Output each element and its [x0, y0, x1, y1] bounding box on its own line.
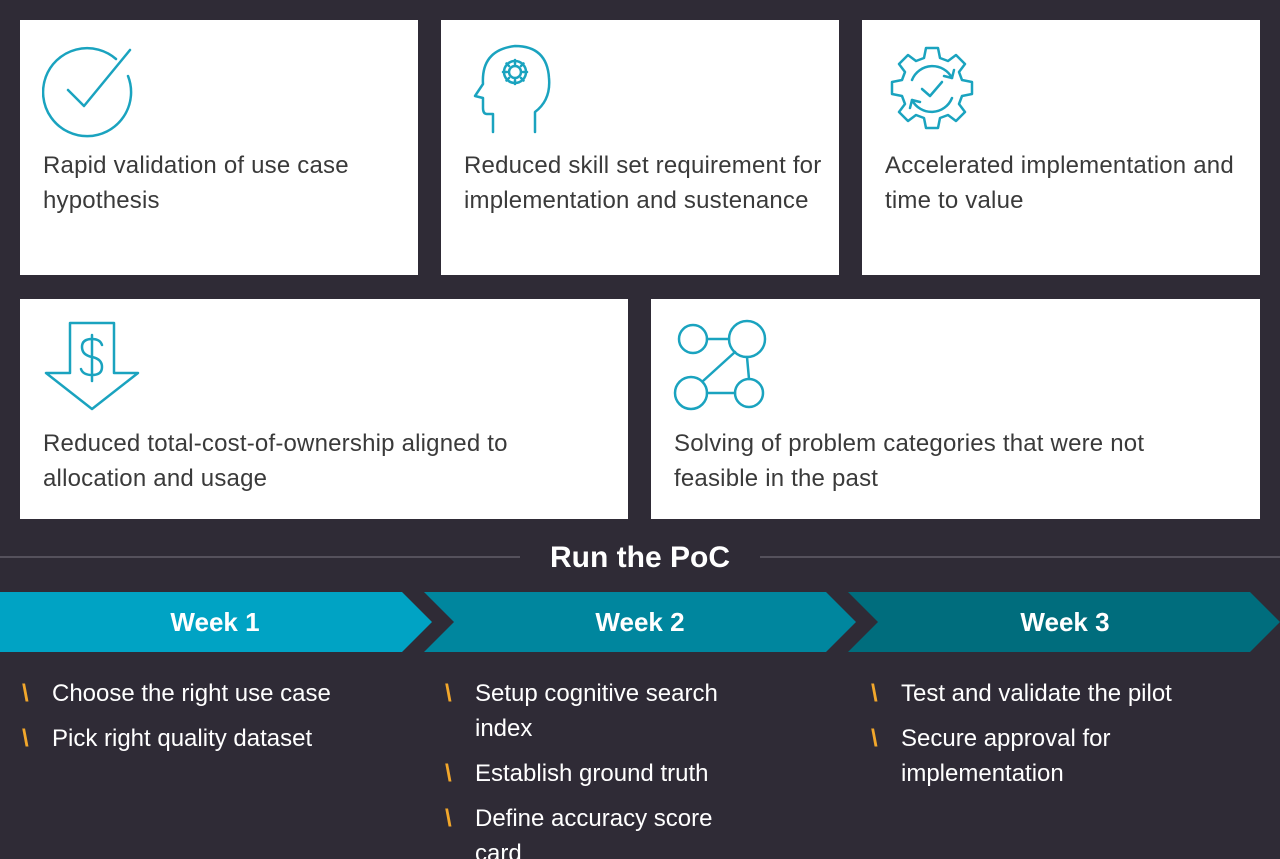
section-title: Run the PoC [550, 541, 730, 574]
bullet-icon: \ [22, 680, 29, 707]
list-item: \ Establish ground truth [445, 756, 765, 791]
benefit-text: Reduced skill set requirement for implem… [464, 152, 822, 214]
benefit-card-rapid-validation: Rapid validation of use case hypothesis [20, 20, 418, 275]
week-3-tasks: \ Test and validate the pilot \ Secure app… [871, 676, 1211, 801]
benefit-text: Solving of problem categories that were … [674, 430, 1145, 492]
bullet-icon: \ [445, 680, 452, 707]
divider-left [0, 556, 520, 558]
week-1-label: Week 1 [170, 607, 260, 637]
head-gear-icon [463, 42, 559, 138]
week-chevrons [0, 592, 1280, 652]
week-2-tasks: \ Setup cognitive search index \ Establish… [445, 676, 765, 859]
list-item: \ Choose the right use case [22, 676, 412, 711]
divider-right [760, 556, 1280, 558]
week-3-chevron [848, 592, 1280, 652]
week-3-label: Week 3 [1020, 607, 1110, 637]
bullet-icon: \ [871, 680, 878, 707]
bullet-icon: \ [22, 725, 29, 752]
benefit-card-accelerated-implementation: Accelerated implementation and time to v… [862, 20, 1260, 275]
task-text: Test and validate the pilot [901, 680, 1172, 707]
bullet-icon: \ [871, 725, 878, 752]
benefit-text: Accelerated implementation and time to v… [885, 152, 1234, 214]
benefit-text: Rapid validation of use case hypothesis [43, 152, 349, 214]
benefit-card-reduced-skill-set: Reduced skill set requirement for implem… [441, 20, 839, 275]
checkmark-circle-icon [42, 42, 138, 138]
benefit-card-new-problem-categories: Solving of problem categories that were … [651, 299, 1260, 519]
task-text: Establish ground truth [475, 760, 709, 787]
list-item: \ Setup cognitive search index [445, 676, 765, 746]
list-item: \ Pick right quality dataset [22, 721, 412, 756]
dollar-down-arrow-icon [42, 319, 142, 413]
week-1-chevron [0, 592, 432, 652]
task-text: Secure approval for implementation [901, 725, 1111, 787]
week-2-label: Week 2 [595, 607, 685, 637]
bullet-icon: \ [445, 760, 452, 787]
task-text: Pick right quality dataset [52, 725, 313, 752]
task-text: Choose the right use case [52, 680, 331, 707]
task-text: Setup cognitive search index [475, 680, 718, 742]
connected-nodes-icon [673, 319, 767, 413]
week-1-tasks: \ Choose the right use case \ Pick right q… [22, 676, 412, 766]
task-text: Define accuracy score card [475, 805, 713, 859]
benefit-card-reduced-tco: Reduced total-cost-of-ownership aligned … [20, 299, 628, 519]
list-item: \ Test and validate the pilot [871, 676, 1211, 711]
week-2-chevron [424, 592, 856, 652]
benefit-text: Reduced total-cost-of-ownership aligned … [43, 430, 508, 492]
list-item: \ Define accuracy score card [445, 801, 765, 859]
bullet-icon: \ [445, 805, 452, 832]
list-item: \ Secure approval for implementation [871, 721, 1211, 791]
gear-cycle-check-icon [884, 42, 980, 138]
